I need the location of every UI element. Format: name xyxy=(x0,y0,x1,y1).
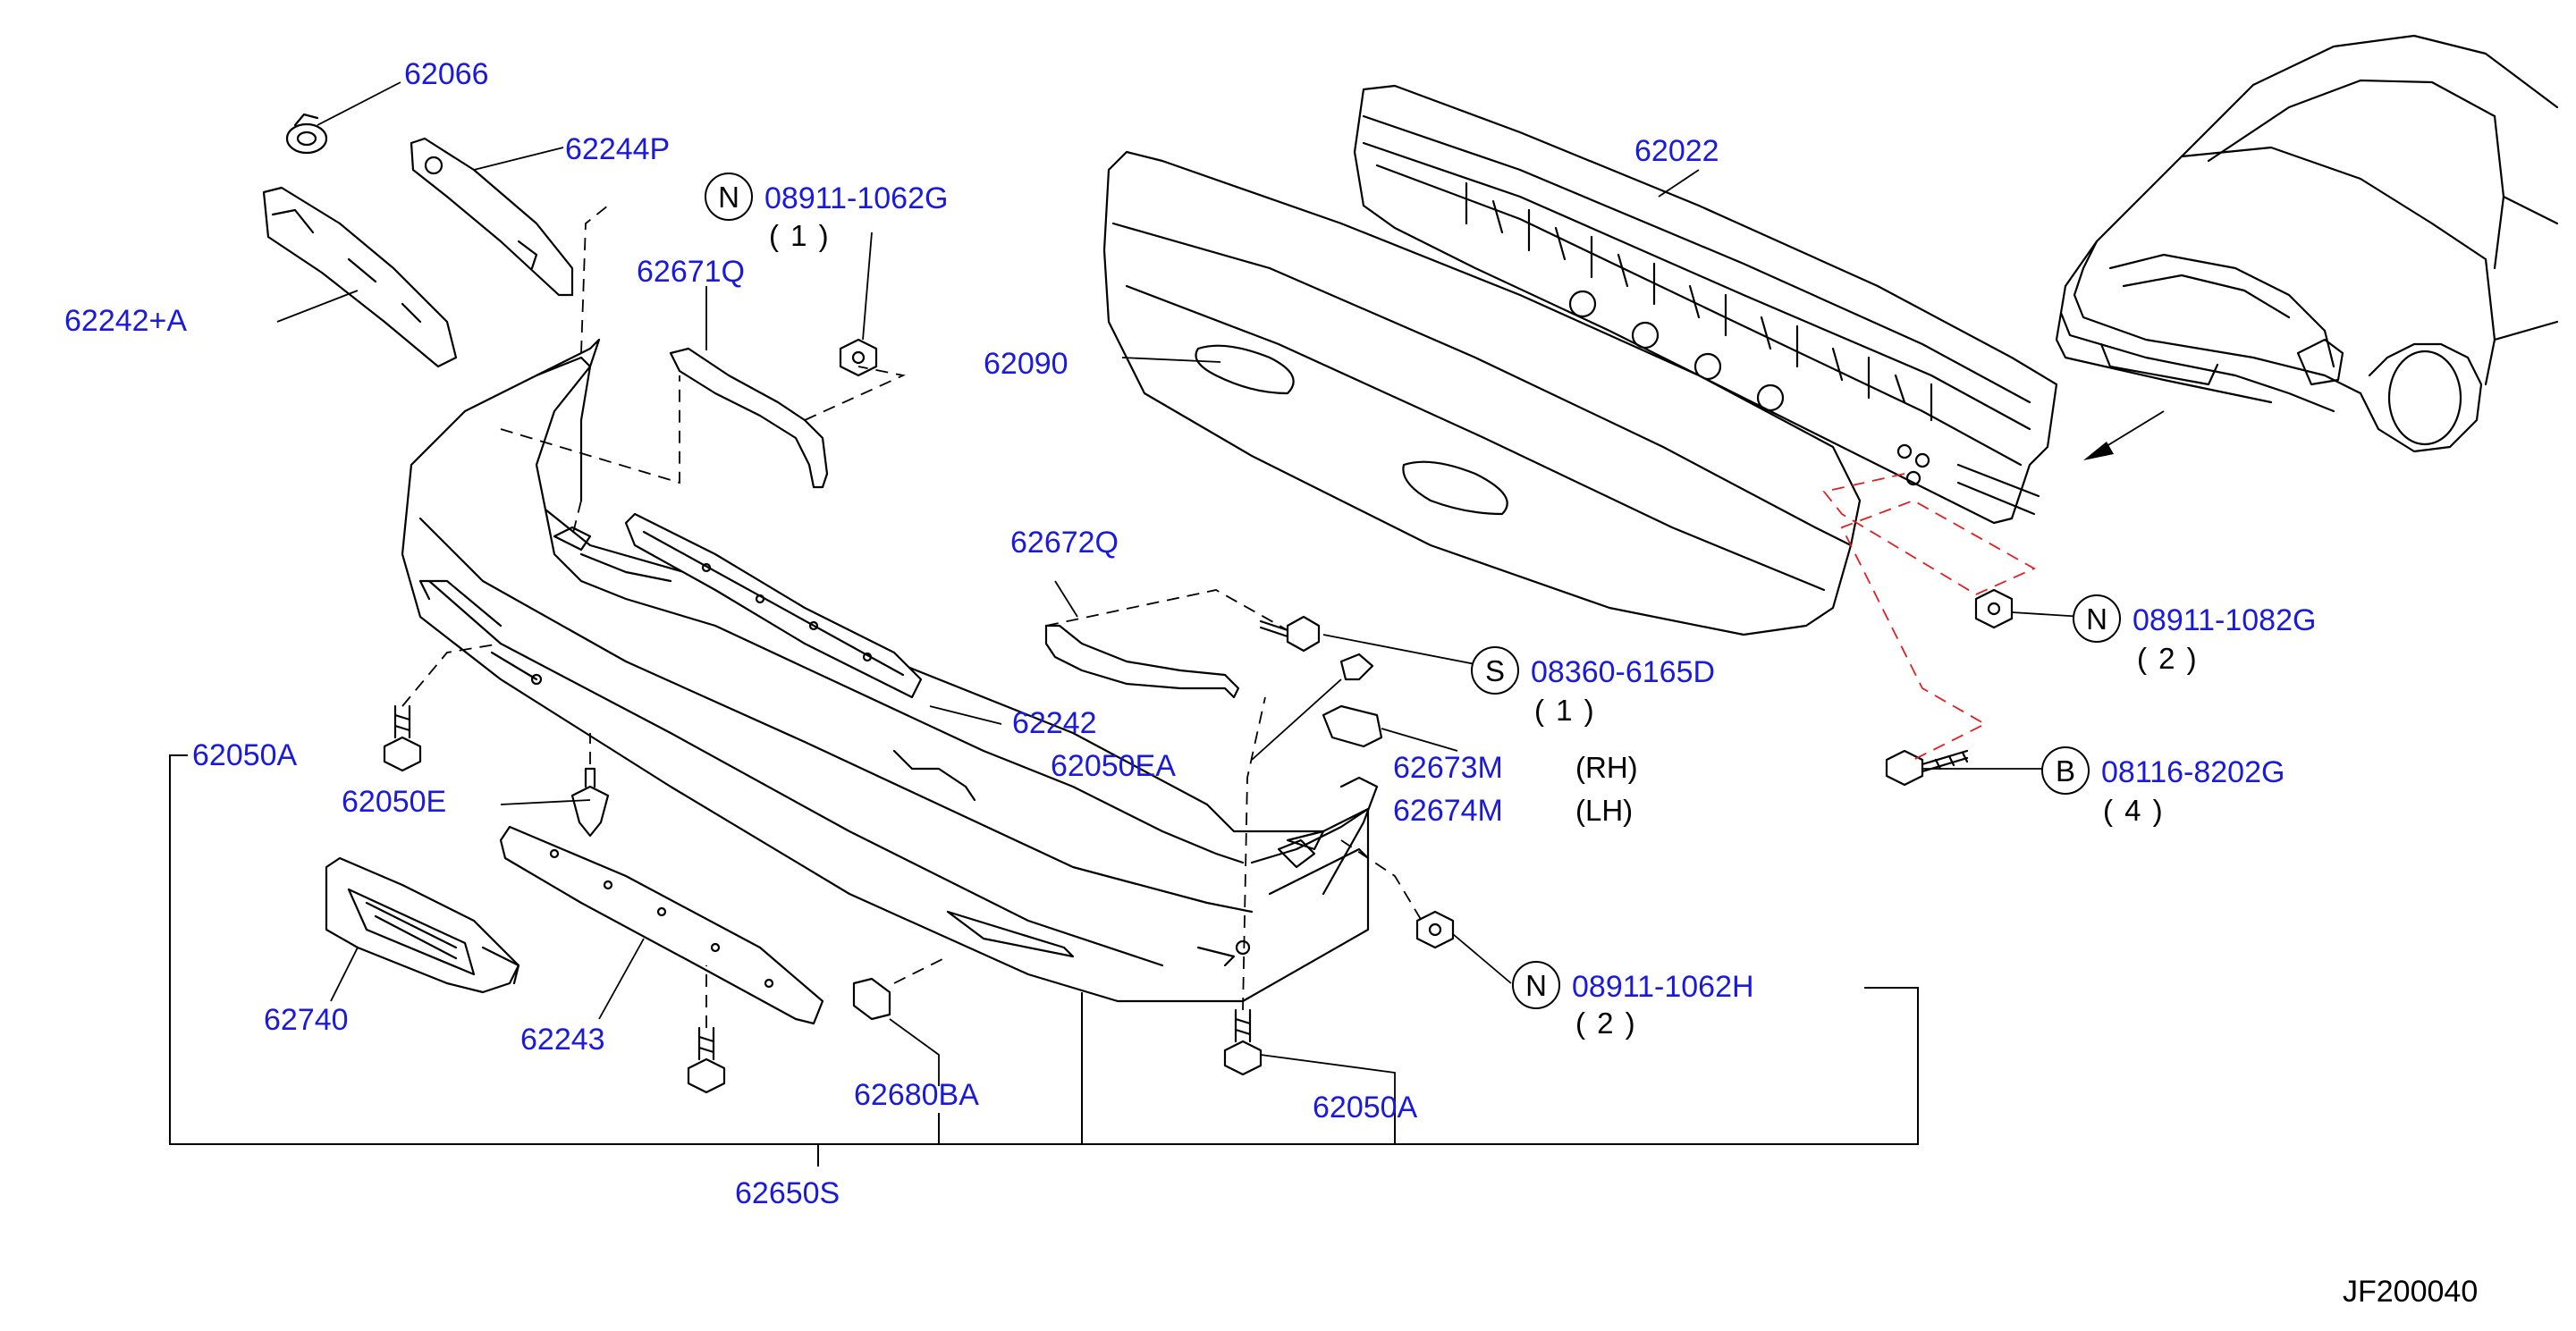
labels: 62066 62244P 62242+A 62671Q 62090 62022 … xyxy=(64,57,2478,1309)
label-62050E: 62050E xyxy=(342,785,446,819)
label-62672Q: 62672Q xyxy=(1010,526,1119,560)
bracket-62671Q xyxy=(669,347,829,489)
label-rh: (RH) xyxy=(1575,751,1638,784)
bracket-62242A xyxy=(262,186,458,368)
bumper-reinforcement-62022 xyxy=(1353,84,2058,525)
label-62242: 62242 xyxy=(1012,706,1097,740)
label-08116-8202G: 08116-8202G xyxy=(2101,755,2285,789)
callout-bolt: B 08116-8202G ( 4 ) xyxy=(2041,746,2285,827)
qty-screw: ( 1 ) xyxy=(1534,694,1596,727)
clip-62673M xyxy=(1322,704,1383,748)
label-62244P: 62244P xyxy=(565,132,670,166)
qty-nut-bottom: ( 2 ) xyxy=(1575,1007,1637,1040)
qty-nut-top: ( 1 ) xyxy=(769,219,831,252)
assembly-dashed-lines xyxy=(401,205,2037,1028)
svg-text:N: N xyxy=(718,181,739,214)
leader-lines xyxy=(276,81,2084,1108)
svg-text:S: S xyxy=(1485,654,1505,687)
label-62740: 62740 xyxy=(264,1003,349,1037)
bracket-62244P xyxy=(410,137,574,297)
mounting-path-red xyxy=(1822,473,2037,761)
lamp-62740 xyxy=(325,856,520,994)
callout-nut-bottom: N 08911-1062H ( 2 ) xyxy=(1512,961,1754,1040)
label-62050EA: 62050EA xyxy=(1051,749,1176,783)
svg-text:N: N xyxy=(1525,969,1547,1002)
label-08911-1082G: 08911-1082G xyxy=(2133,603,2316,637)
label-62650S: 62650S xyxy=(735,1176,840,1210)
retainer-62242 xyxy=(624,512,923,699)
label-62050A-bottom: 62050A xyxy=(1313,1091,1418,1125)
label-62242A: 62242+A xyxy=(64,304,187,338)
vehicle-front-view xyxy=(2055,34,2559,460)
svg-text:B: B xyxy=(2056,754,2075,788)
label-62674M: 62674M xyxy=(1393,794,1503,828)
drawing-reference: JF200040 xyxy=(2343,1275,2478,1309)
callout-nut-top: N 08911-1062G ( 1 ) xyxy=(705,173,948,252)
label-62680BA: 62680BA xyxy=(854,1078,979,1112)
callout-nut-right: N 08911-1082G ( 2 ) xyxy=(2073,594,2316,675)
assembly-bracket-62650S xyxy=(169,754,1919,1167)
retainer-62243 xyxy=(499,825,824,1025)
label-62090: 62090 xyxy=(984,347,1068,381)
label-08360-6165D: 08360-6165D xyxy=(1531,655,1715,689)
label-62066: 62066 xyxy=(404,57,489,91)
label-08911-1062G: 08911-1062G xyxy=(764,181,948,215)
label-62050A-left: 62050A xyxy=(192,738,298,772)
label-62022: 62022 xyxy=(1634,134,1719,168)
callout-screw: S 08360-6165D ( 1 ) xyxy=(1471,646,1715,727)
label-62673M: 62673M xyxy=(1393,751,1503,785)
grommet-62066 xyxy=(285,113,328,155)
energy-absorber-62090 xyxy=(1102,150,1862,636)
label-62671Q: 62671Q xyxy=(637,255,745,289)
qty-nut-right: ( 2 ) xyxy=(2137,642,2199,675)
label-62243: 62243 xyxy=(520,1023,605,1057)
label-lh: (LH) xyxy=(1575,794,1633,827)
svg-text:N: N xyxy=(2086,602,2107,636)
label-08911-1062H: 08911-1062H xyxy=(1572,970,1754,1004)
fastener-icons xyxy=(383,338,2014,1094)
qty-bolt: ( 4 ) xyxy=(2103,794,2165,827)
bracket-62672Q xyxy=(1044,624,1240,699)
clip-62680BA xyxy=(852,977,891,1021)
